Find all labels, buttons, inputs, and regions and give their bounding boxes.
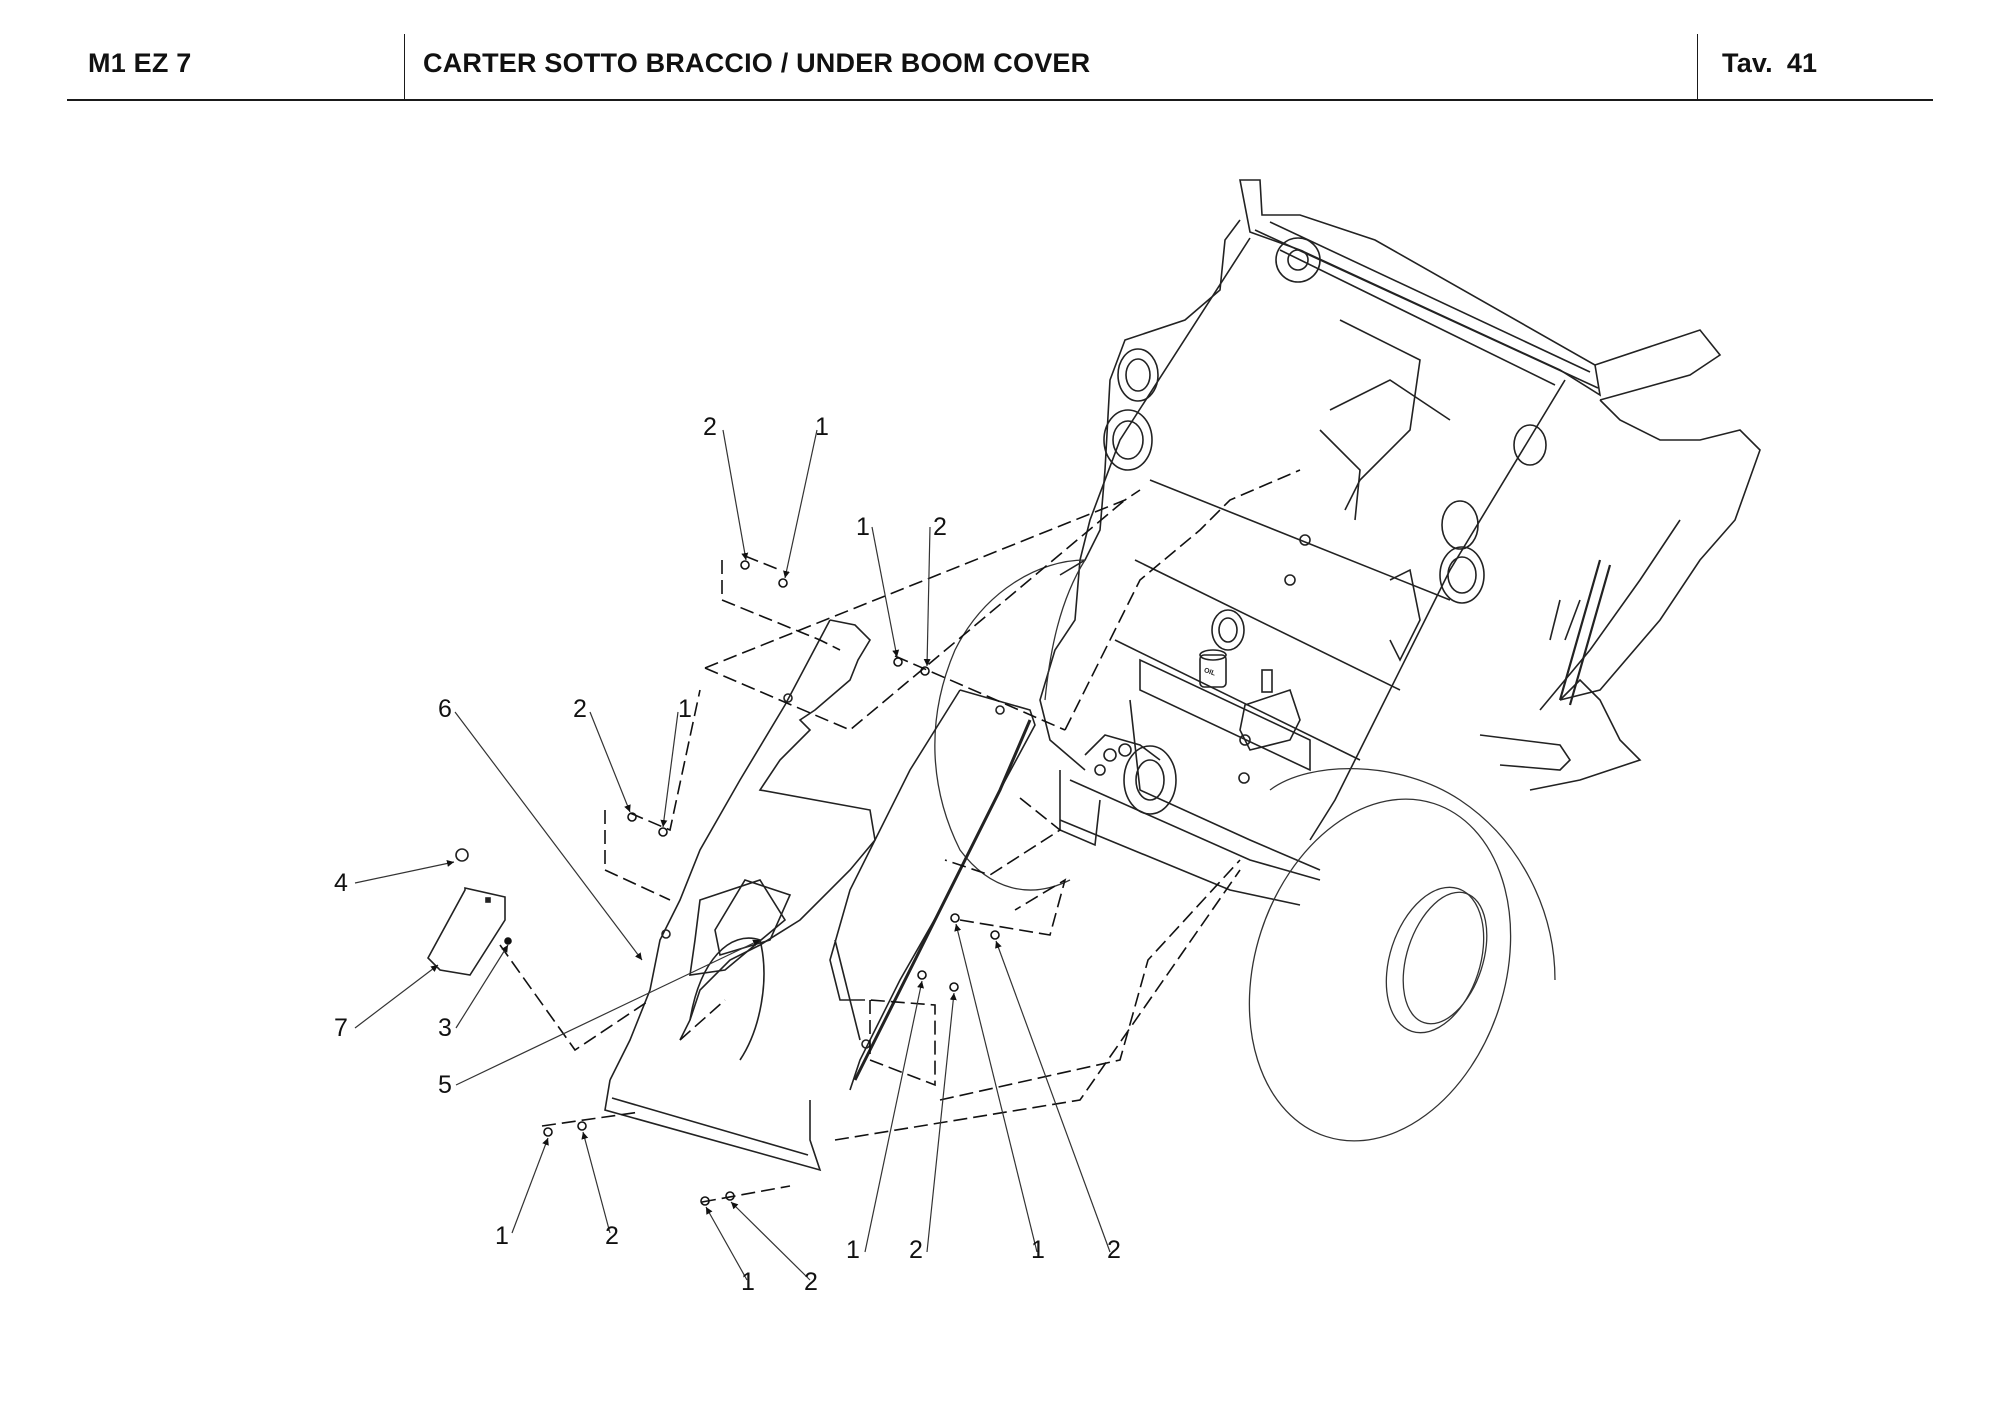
washer-icon — [740, 560, 750, 570]
leader-line — [354, 964, 439, 1029]
model-code: M1 EZ 7 — [88, 48, 192, 78]
leader-line — [589, 711, 631, 813]
leader-line — [660, 711, 679, 828]
screw-icon — [700, 1196, 710, 1206]
screw-icon — [543, 1127, 553, 1137]
header-divider — [1697, 34, 1698, 100]
callout-label: 1 — [495, 1222, 509, 1250]
leader-line — [730, 1201, 811, 1281]
leader-line — [783, 429, 818, 579]
assembly-lines — [499, 469, 1301, 1203]
plate-label: Tav. — [1722, 48, 1773, 78]
washer-icon — [949, 982, 959, 992]
oil-cap-label: OIL — [1203, 667, 1217, 678]
leader-lines — [354, 429, 1111, 1281]
callout-label: 2 — [703, 413, 717, 441]
screw-icon — [778, 578, 788, 588]
leader-line — [705, 1206, 748, 1281]
rear-wheel-left — [934, 559, 1086, 891]
washer-icon — [920, 666, 930, 676]
callout-label: 2 — [933, 513, 947, 541]
callout-label: 1 — [1031, 1236, 1045, 1264]
callout-label: 3 — [438, 1014, 452, 1042]
washer-icon — [577, 1121, 587, 1131]
callout-label: 2 — [804, 1268, 818, 1296]
callout-label: 1 — [741, 1268, 755, 1296]
plate-number: Tav. 41 — [1722, 48, 1817, 79]
callout-label: 2 — [605, 1222, 619, 1250]
callout-label: 5 — [438, 1071, 452, 1099]
callout-label: 2 — [909, 1236, 923, 1264]
washer-icon — [725, 1191, 735, 1201]
callout-label: 1 — [678, 695, 692, 723]
leader-line — [954, 923, 1038, 1253]
callout-label: 2 — [573, 695, 587, 723]
leader-line — [995, 940, 1111, 1253]
washer-icon — [627, 812, 637, 822]
machine-chassis — [1039, 179, 1761, 906]
front-wheel-right — [1248, 767, 1556, 1142]
leader-line — [455, 939, 761, 1086]
page-title: CARTER SOTTO BRACCIO / UNDER BOOM COVER — [423, 48, 1091, 78]
leader-line — [455, 944, 509, 1029]
header-divider — [404, 34, 405, 100]
under-boom-cover — [604, 619, 1036, 1172]
leader-line — [511, 1137, 549, 1234]
callout-label: 2 — [1107, 1236, 1121, 1264]
header-rule — [67, 99, 1933, 101]
leader-line — [581, 1131, 611, 1234]
leader-line — [454, 711, 643, 961]
leader-line — [354, 860, 455, 884]
callout-label: 1 — [846, 1236, 860, 1264]
leader-line — [926, 992, 957, 1253]
callout-label: 6 — [438, 695, 452, 723]
fixing-point-icon — [504, 937, 512, 945]
leader-line — [722, 429, 749, 561]
title-block: M1 EZ 7 CARTER SOTTO BRACCIO / UNDER BOO… — [0, 0, 2000, 102]
screw-icon — [950, 913, 960, 923]
inspection-cover — [427, 848, 506, 976]
callout-label: 4 — [334, 869, 348, 897]
leader-line — [871, 526, 900, 658]
washer-icon — [990, 930, 1000, 940]
callout-label: 7 — [334, 1014, 348, 1042]
fasteners — [504, 560, 1000, 1206]
plate-value: 41 — [1786, 48, 1818, 78]
screw-icon — [658, 827, 668, 837]
callout-label: 1 — [815, 413, 829, 441]
screw-icon — [917, 970, 927, 980]
leader-line — [923, 526, 931, 667]
callout-label: 1 — [856, 513, 870, 541]
leader-line — [864, 980, 924, 1253]
screw-icon — [893, 657, 903, 667]
